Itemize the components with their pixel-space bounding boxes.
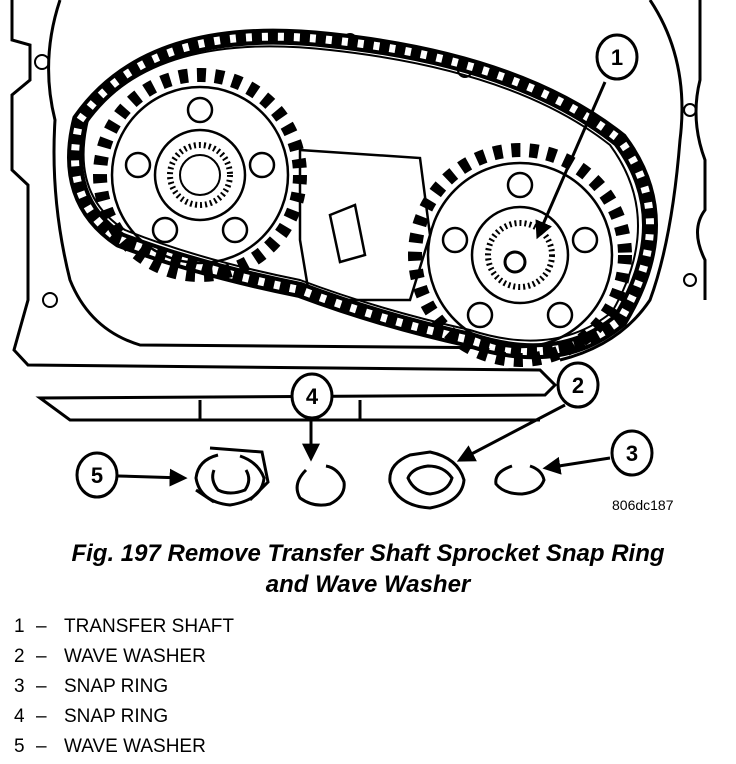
svg-text:3: 3	[626, 441, 638, 466]
caption-line-2: and Wave Washer	[265, 571, 471, 598]
callout-4: 4	[290, 372, 334, 420]
legend-item: 5 – WAVE WASHER	[14, 732, 234, 762]
legend-dash: –	[36, 676, 47, 697]
svg-text:1: 1	[611, 45, 623, 70]
legend-dash: –	[36, 646, 47, 667]
callout-5: 5	[75, 451, 119, 499]
legend-dash: –	[36, 616, 47, 637]
image-code: 806dc187	[612, 497, 674, 513]
transfer-shaft-illustration: 1 2 3 4 5 806dc187	[10, 0, 707, 513]
callout-1: 1	[595, 33, 639, 81]
callout-1-leader	[535, 81, 607, 240]
svg-text:4: 4	[306, 384, 319, 409]
callout-3: 3	[610, 429, 654, 477]
legend-label: SNAP RING	[64, 706, 169, 727]
legend-number: 5	[14, 736, 25, 757]
legend-label: TRANSFER SHAFT	[64, 616, 234, 637]
legend-label: WAVE WASHER	[64, 736, 206, 757]
legend-item: 3 – SNAP RING	[14, 672, 234, 702]
legend-item: 4 – SNAP RING	[14, 702, 234, 732]
center-support-plate	[298, 148, 432, 302]
snap-ring-left	[295, 464, 346, 507]
legend-dash: –	[36, 736, 47, 757]
legend-label: WAVE WASHER	[64, 646, 206, 667]
callout-2-leader	[456, 403, 566, 462]
legend-dash: –	[36, 706, 47, 727]
transfer-shaft-sprocket	[408, 143, 632, 367]
legend-item: 2 – WAVE WASHER	[14, 642, 234, 672]
legend-item: 1 – TRANSFER SHAFT	[14, 612, 234, 642]
legend-number: 1	[14, 616, 25, 637]
callout-2: 2	[556, 361, 600, 409]
svg-text:2: 2	[572, 373, 584, 398]
callout-3-leader	[542, 456, 611, 475]
parts-legend: 1 – TRANSFER SHAFT 2 – WAVE WASHER 3 – S…	[14, 612, 234, 762]
legend-number: 4	[14, 706, 25, 727]
wave-washer-left	[194, 446, 270, 507]
caption-line-1: Fig. 197 Remove Transfer Shaft Sprocket …	[71, 540, 665, 567]
legend-label: SNAP RING	[64, 676, 169, 697]
legend-number: 3	[14, 676, 25, 697]
legend-number: 2	[14, 646, 25, 667]
svg-text:5: 5	[91, 463, 103, 488]
snap-ring-right	[494, 464, 546, 496]
figure-caption: Fig. 197 Remove Transfer Shaft Sprocket …	[0, 538, 736, 600]
callout-5-leader	[117, 468, 188, 487]
output-sprocket	[93, 68, 307, 282]
wave-washer-right	[388, 450, 466, 510]
